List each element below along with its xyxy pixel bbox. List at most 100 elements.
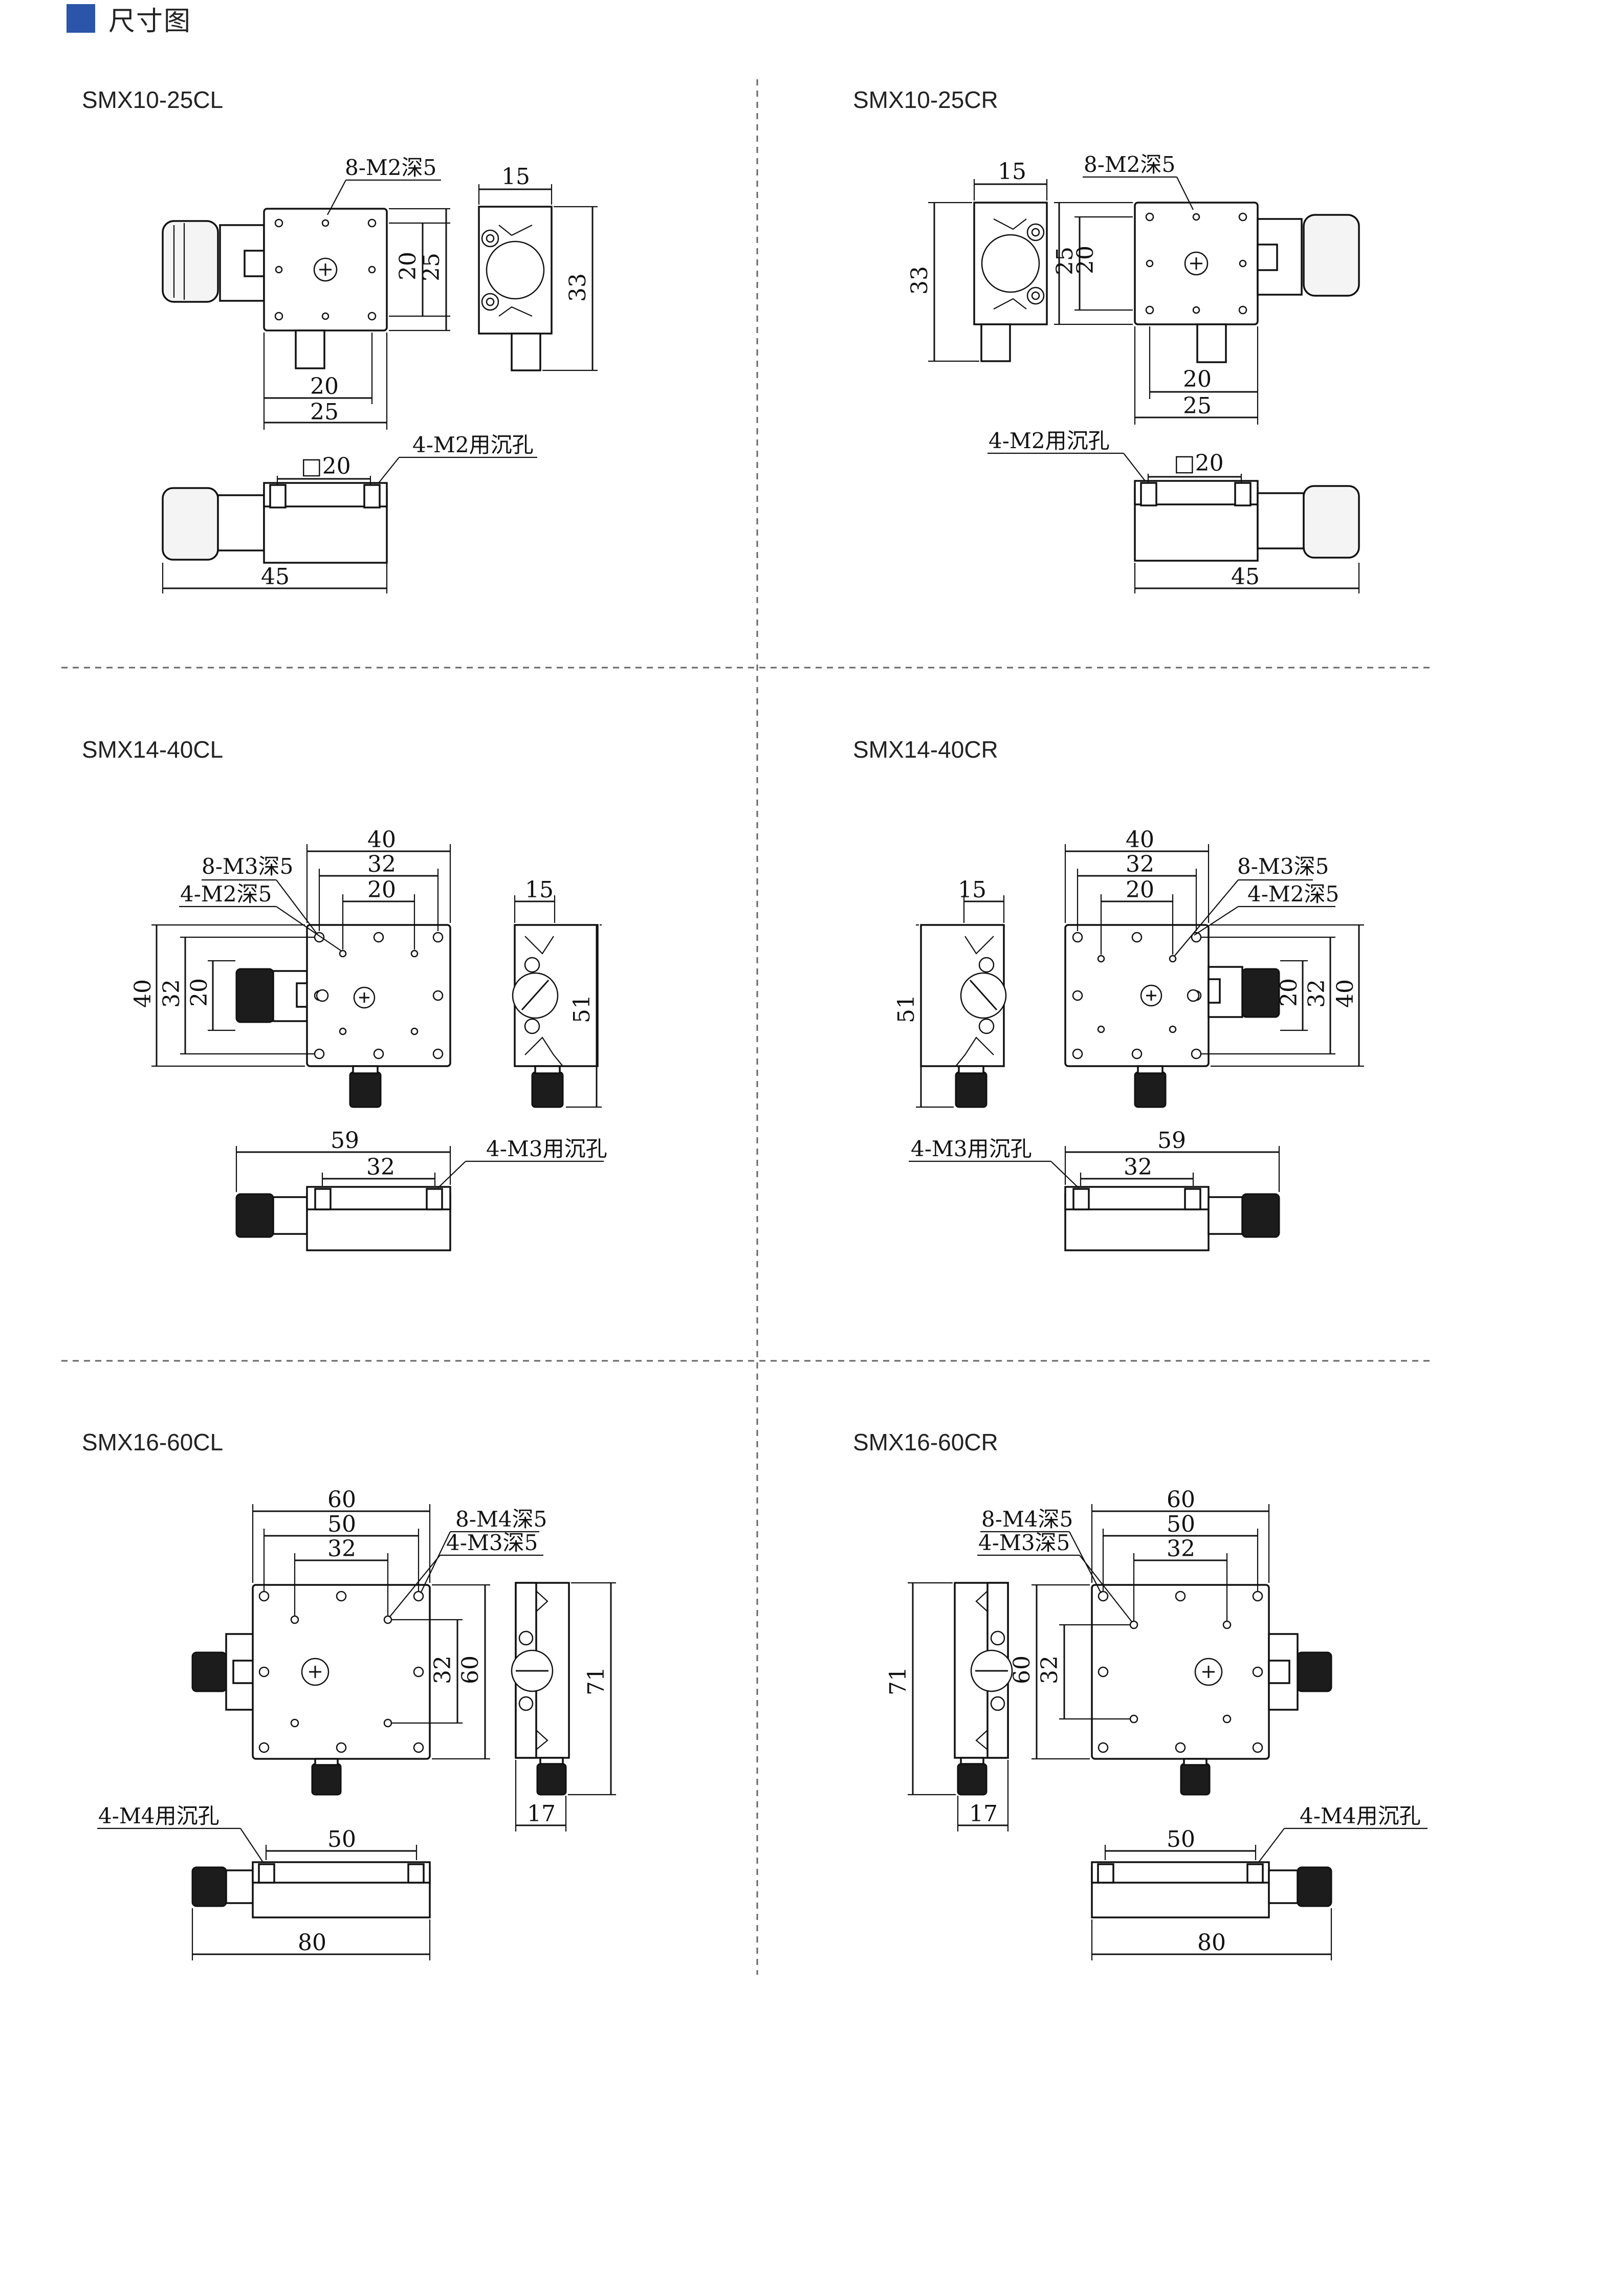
drawing-smx14-40cl: 40 32 20 40 32 20 8-M3深5 4-M2深5 [130, 827, 607, 1251]
note-tapped-holes-2: 4-M3深5 [446, 1530, 538, 1555]
side-view: 15 33 [907, 159, 1048, 362]
model-title-smx10-25cl: SMX10-25CL [82, 86, 224, 113]
dim-top-width-1: 40 [367, 827, 396, 853]
note-tapped-holes: 8-M3深5 [1237, 854, 1329, 879]
dim-top-width-2: 32 [1126, 851, 1154, 877]
model-title-smx14-40cr: SMX14-40CR [853, 736, 998, 763]
dim-top-width-3: 20 [1126, 877, 1154, 903]
dim-top-height-1: 40 [130, 979, 156, 1008]
top-view: 20 25 20 25 8-M2深5 [162, 155, 450, 430]
bottom-view: 50 80 4-M4用沉孔 [1091, 1803, 1428, 1960]
dim-side-height: 71 [885, 1667, 911, 1695]
dim-side-width: 15 [998, 159, 1026, 185]
note-counterbore: 4-M2用沉孔 [412, 432, 534, 457]
section-title: 尺寸图 [108, 6, 192, 36]
dim-top-width-3: 32 [327, 1536, 356, 1562]
note-tapped-holes-2: 4-M2深5 [180, 881, 272, 907]
dim-side-width: 17 [527, 1801, 556, 1827]
note-counterbore: 4-M2用沉孔 [989, 428, 1110, 453]
dim-top-width-1: 60 [1167, 1487, 1195, 1513]
side-view: 15 51 [512, 877, 602, 1108]
note-counterbore: 4-M4用沉孔 [1300, 1803, 1421, 1828]
dim-top-width-1: 20 [1183, 366, 1212, 392]
dim-top-height-1: 60 [1009, 1655, 1035, 1684]
side-view: 71 17 [885, 1582, 1013, 1831]
note-tapped-holes: 8-M3深5 [202, 854, 293, 879]
dim-top-height-1: 20 [1072, 246, 1099, 274]
dim-bottom-length: 80 [298, 1930, 326, 1956]
dim-bottom-width: 50 [327, 1826, 356, 1852]
note-counterbore: 4-M3用沉孔 [486, 1136, 607, 1161]
dim-bottom-width: 32 [366, 1154, 395, 1180]
section-header: 尺寸图 [67, 3, 191, 36]
dim-side-width: 15 [958, 877, 986, 903]
dim-top-height-2: 32 [159, 979, 185, 1008]
dim-top-width-2: 50 [1167, 1511, 1195, 1537]
dim-bottom-square: □20 [1174, 450, 1224, 476]
dim-top-height-2: 32 [1304, 979, 1330, 1008]
note-tapped-holes: 8-M2深5 [1084, 152, 1175, 177]
model-title-smx14-40cl: SMX14-40CL [82, 736, 224, 763]
dim-bottom-length: 80 [1197, 1930, 1226, 1956]
header-accent-square [67, 4, 95, 33]
bottom-view: 59 32 4-M3用沉孔 [909, 1128, 1280, 1251]
top-view: 20 25 20 25 8-M2深5 [1052, 152, 1360, 425]
dim-top-height-2: 32 [1037, 1655, 1063, 1684]
model-title-smx10-25cr: SMX10-25CR [853, 86, 998, 113]
dim-top-width-3: 32 [1167, 1536, 1195, 1562]
side-view: 15 33 [478, 164, 598, 371]
dim-top-width-1: 20 [310, 373, 339, 400]
model-title-smx16-60cr: SMX16-60CR [853, 1429, 998, 1455]
dim-top-width-2: 32 [367, 851, 396, 877]
dim-bottom-length: 45 [1231, 564, 1260, 590]
dim-bottom-length: 59 [331, 1128, 359, 1154]
dim-side-height: 51 [569, 995, 595, 1023]
dim-side-height: 33 [565, 273, 591, 302]
bottom-view: □20 45 4-M2用沉孔 [987, 428, 1360, 593]
note-tapped-holes: 8-M4深5 [455, 1507, 547, 1532]
dim-top-width-2: 25 [1183, 393, 1212, 419]
top-view: 40 32 20 40 32 20 8-M3深5 4-M2深5 [130, 827, 451, 1108]
note-tapped-holes-2: 4-M3深5 [978, 1530, 1070, 1555]
top-view: 40 32 20 40 32 20 8-M3深5 4-M2深5 [1064, 827, 1364, 1108]
dim-bottom-width: 50 [1167, 1826, 1195, 1852]
dim-side-width: 17 [969, 1801, 998, 1827]
dim-side-height: 71 [583, 1667, 609, 1695]
dim-bottom-length: 59 [1157, 1128, 1186, 1154]
bottom-view: 50 80 4-M4用沉孔 [97, 1803, 431, 1960]
drawing-smx16-60cl: 60 50 32 60 32 8-M4深5 4-M3深5 [97, 1487, 616, 1960]
dim-top-width-1: 60 [327, 1487, 356, 1513]
dim-side-height: 51 [893, 995, 919, 1023]
side-view: 15 51 [893, 877, 1007, 1108]
dim-top-width-2: 50 [327, 1511, 356, 1537]
dim-top-height-3: 20 [186, 978, 212, 1007]
dim-top-height-2: 32 [430, 1655, 456, 1684]
top-view: 60 50 32 60 32 8-M4深5 4-M3深5 [191, 1487, 547, 1796]
dim-side-width: 15 [525, 877, 554, 903]
dim-top-height-3: 20 [1276, 978, 1302, 1007]
dim-side-width: 15 [501, 164, 530, 190]
note-counterbore: 4-M3用沉孔 [911, 1136, 1032, 1161]
dim-top-height-2: 25 [419, 253, 445, 281]
dim-top-width-3: 20 [367, 877, 396, 903]
model-title-smx16-60cl: SMX16-60CL [82, 1429, 224, 1455]
dim-top-width-1: 40 [1126, 827, 1154, 853]
dim-bottom-square: □20 [301, 453, 351, 479]
dim-top-height-1: 20 [395, 252, 421, 280]
side-view: 71 17 [511, 1582, 616, 1831]
drawing-smx14-40cr: 40 32 20 40 32 20 8-M3深5 4-M2深5 [893, 827, 1364, 1251]
bottom-view: □20 45 4-M2用沉孔 [162, 432, 537, 593]
dim-top-height-1: 40 [1332, 979, 1358, 1008]
dim-top-width-2: 25 [310, 399, 339, 425]
note-tapped-holes: 8-M4深5 [981, 1507, 1073, 1532]
bottom-view: 59 32 4-M3用沉孔 [235, 1128, 607, 1251]
dim-top-height-2: 25 [1052, 247, 1078, 275]
note-tapped-holes-2: 4-M2深5 [1247, 881, 1339, 907]
dim-top-height-1: 60 [457, 1655, 484, 1684]
dim-side-height: 33 [907, 266, 933, 295]
dim-bottom-width: 32 [1124, 1154, 1152, 1180]
drawing-smx10-25cl: 20 25 20 25 8-M2深5 15 33 [162, 155, 598, 593]
drawing-smx16-60cr: 60 50 32 60 32 8-M4深5 4-M3深5 [885, 1487, 1428, 1960]
top-view: 60 50 32 60 32 8-M4深5 4-M3深5 [977, 1487, 1332, 1796]
